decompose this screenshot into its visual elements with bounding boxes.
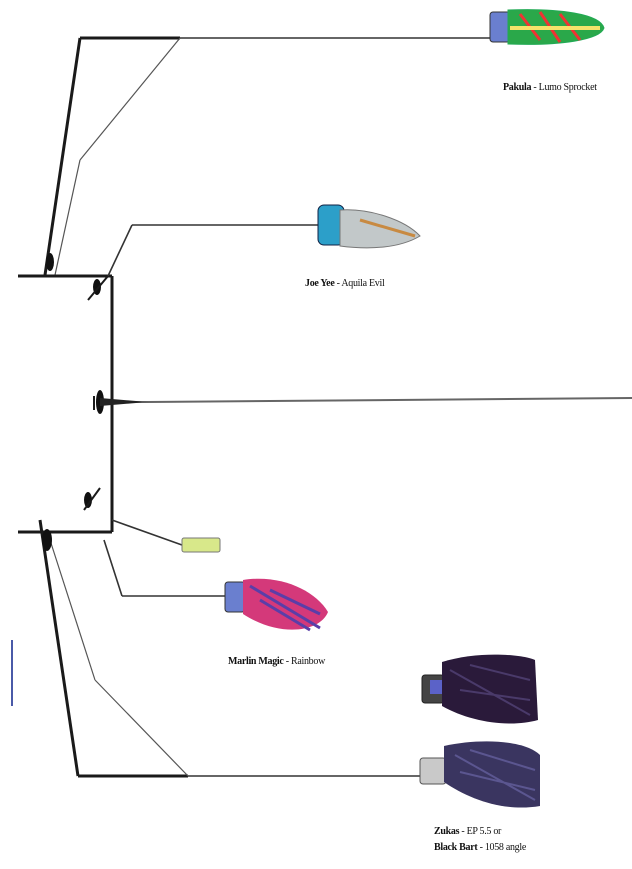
center-rigger — [100, 398, 148, 406]
marlin-magic-name: Marlin Magic — [228, 656, 284, 667]
black-bart-label: Black Bart - 1058 angle — [434, 842, 526, 853]
black-bart-model: 1058 angle — [485, 842, 526, 853]
port-outrigger — [45, 38, 180, 275]
fishing-lines — [100, 38, 632, 776]
black-bart-sep: - — [477, 842, 484, 853]
marlin-magic-model: Rainbow — [291, 656, 325, 667]
marlin-magic-sep: - — [284, 656, 291, 667]
marlin-magic-label: Marlin Magic - Rainbow — [228, 656, 325, 667]
starboard-outrigger — [40, 520, 188, 776]
pakula-model: Lumo Sprocket — [539, 82, 597, 93]
zukas-name: Zukas — [434, 826, 459, 837]
pakula-name: Pakula — [503, 82, 531, 93]
teaser-icon — [182, 538, 220, 552]
outrigger-supports — [50, 38, 188, 776]
pakula-label: Pakula - Lumo Sprocket — [503, 82, 597, 93]
zukas-lure-icon — [422, 655, 538, 724]
pakula-lure-icon — [490, 10, 604, 45]
zukas-sep: - — [459, 826, 466, 837]
marlin-magic-lure-icon — [225, 579, 328, 630]
joe-yee-lure-icon — [318, 205, 420, 248]
joe-yee-model: Aquila Evil — [341, 278, 384, 289]
black-bart-name: Black Bart — [434, 842, 477, 853]
rod-holders — [84, 276, 108, 510]
pakula-sep: - — [531, 82, 538, 93]
black-bart-lure-icon — [420, 741, 540, 807]
joe-yee-name: Joe Yee — [305, 278, 334, 289]
zukas-label: Zukas - EP 5.5 or — [434, 826, 501, 837]
zukas-model: EP 5.5 or — [467, 826, 501, 837]
joe-yee-label: Joe Yee - Aquila Evil — [305, 278, 384, 289]
